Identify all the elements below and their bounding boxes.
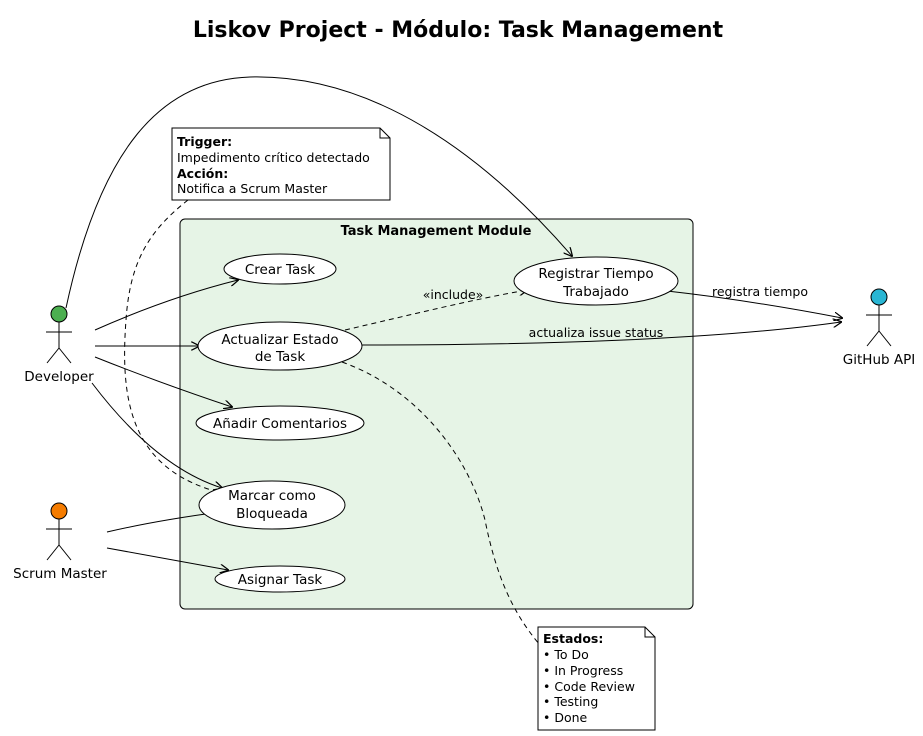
use-case-label: Actualizar Estado — [221, 332, 338, 348]
note-estados-label: Estados: — [543, 631, 603, 646]
note-accion-text: Notifica a Scrum Master — [177, 181, 328, 196]
registra-tiempo-label: registra tiempo — [712, 284, 808, 299]
edge-scrum-asignar-task — [106, 547, 228, 570]
use-case-label: Trabajado — [562, 284, 629, 300]
note-accion-label: Acción: — [177, 166, 228, 181]
use-case-label: Bloqueada — [236, 506, 308, 522]
use-case-anadir-comentarios[interactable]: Añadir Comentarios — [195, 405, 365, 441]
estado-item: • Done — [543, 710, 588, 725]
use-case-label: Añadir Comentarios — [213, 416, 347, 432]
edge-developer-registrar-tiempo — [65, 76, 572, 309]
use-case-marcar-bloqueada[interactable]: Marcar como Bloqueada — [198, 480, 346, 530]
use-case-label: Crear Task — [245, 262, 315, 278]
edge-actualizar-github — [361, 322, 841, 346]
actor-label: GitHub API — [843, 352, 915, 368]
note-trigger-label: Trigger: — [177, 134, 232, 149]
edge-registrar-github — [666, 290, 842, 318]
actor-github-api[interactable]: GitHub API — [843, 288, 915, 368]
note-estados-link — [341, 361, 541, 646]
actor-scrum-master[interactable]: Scrum Master — [13, 502, 107, 582]
estado-item: • Code Review — [543, 679, 635, 694]
use-case-label: Asignar Task — [238, 572, 323, 588]
module-title: Task Management Module — [341, 224, 532, 239]
actor-label: Developer — [24, 369, 94, 385]
include-label: «include» — [423, 287, 484, 302]
use-case-crear-task[interactable]: Crear Task — [223, 253, 337, 285]
actor-label: Scrum Master — [13, 566, 107, 582]
diagram-title: Liskov Project - Módulo: Task Management — [193, 18, 724, 43]
note-trigger-text: Impedimento crítico detectado — [177, 150, 370, 165]
estado-item: • In Progress — [543, 663, 623, 678]
edge-developer-crear-task — [94, 280, 238, 331]
actor-developer[interactable]: Developer — [24, 305, 94, 385]
edge-developer-marcar-bloqueada — [91, 382, 222, 488]
estado-item: • Testing — [543, 694, 598, 709]
use-case-label: Registrar Tiempo — [538, 266, 653, 282]
actor-developer-head — [50, 305, 68, 323]
actor-github-api-head — [870, 288, 888, 306]
estado-item: • To Do — [543, 647, 589, 662]
use-case-actualizar-estado[interactable]: Actualizar Estado de Task — [197, 321, 363, 371]
use-case-registrar-tiempo[interactable]: Registrar Tiempo Trabajado — [513, 256, 679, 306]
use-case-asignar-task[interactable]: Asignar Task — [214, 565, 346, 593]
note-estados: Estados: • To Do • In Progress • Code Re… — [537, 626, 656, 731]
actor-scrum-master-head — [50, 502, 68, 520]
edge-include — [344, 290, 527, 331]
use-case-label: de Task — [255, 349, 305, 365]
use-case-label: Marcar como — [228, 488, 316, 504]
note-trigger-link — [124, 199, 223, 494]
edge-developer-anadir-comentarios — [94, 356, 232, 407]
actualiza-issue-label: actualiza issue status — [529, 325, 664, 340]
note-trigger: Trigger: Impedimento crítico detectado A… — [171, 127, 391, 201]
